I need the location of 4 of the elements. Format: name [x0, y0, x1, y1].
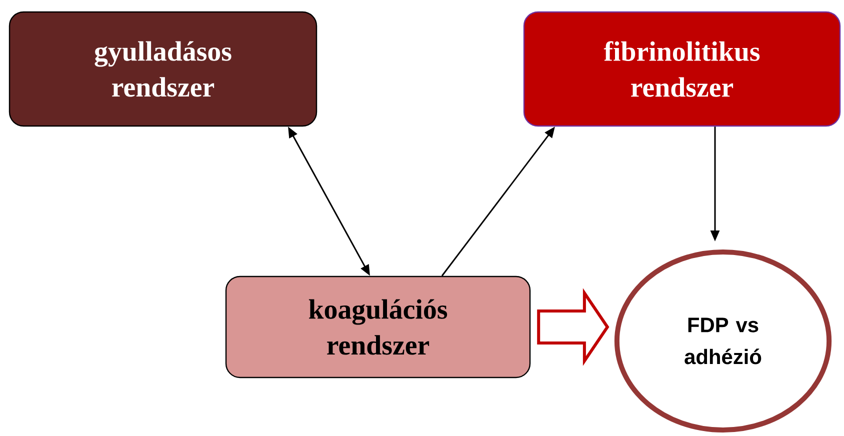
block-arrow — [537, 288, 610, 366]
system-box: fibrinolitikus rendszer — [523, 11, 841, 127]
system-box: koagulációs rendszer — [225, 276, 531, 378]
system-box: gyulladásos rendszer — [8, 11, 318, 127]
